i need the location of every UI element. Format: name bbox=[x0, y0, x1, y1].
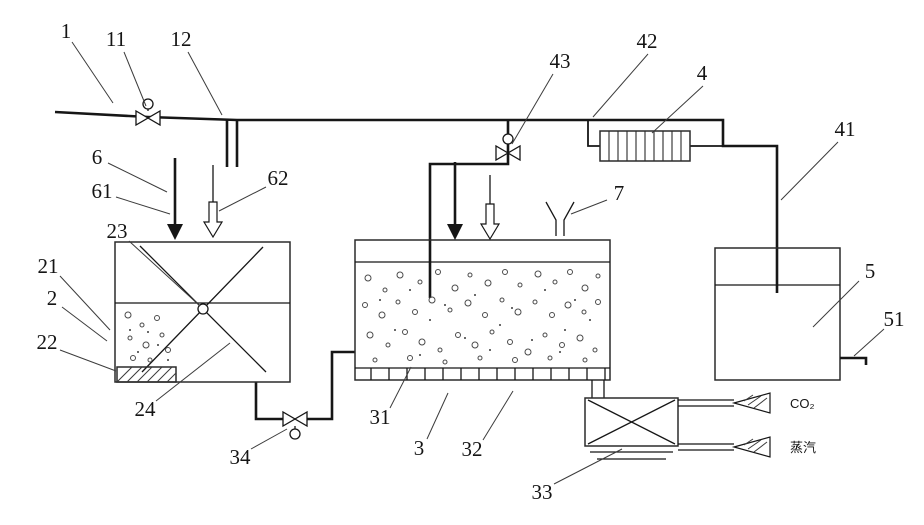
label-62: 62 bbox=[268, 166, 289, 190]
pipe-network bbox=[54, 110, 779, 421]
tank-2 bbox=[114, 241, 291, 383]
sediment-hatch-22 bbox=[116, 366, 177, 383]
solid-feed-arrow-6 bbox=[167, 158, 183, 240]
feed-pipe-1 bbox=[54, 110, 238, 122]
label-5: 5 bbox=[865, 259, 876, 283]
valve-43-icon bbox=[495, 133, 521, 162]
label-4: 4 bbox=[697, 61, 708, 85]
co2-stream-label: CO₂ bbox=[790, 396, 815, 411]
hollow-feed-arrow-62 bbox=[202, 165, 224, 239]
label-1: 1 bbox=[61, 19, 72, 43]
funnel-7 bbox=[545, 201, 575, 236]
label-12: 12 bbox=[171, 27, 192, 51]
hollow-feed-arrow-tank3 bbox=[479, 175, 501, 241]
steam-stream-arrow bbox=[731, 436, 771, 458]
label-21: 21 bbox=[38, 254, 59, 278]
label-43: 43 bbox=[550, 49, 571, 73]
label-7: 7 bbox=[614, 181, 625, 205]
gas-inlet-pipe-bottom bbox=[678, 443, 734, 451]
bubbles-tank3 bbox=[362, 269, 601, 365]
label-22: 22 bbox=[37, 330, 58, 354]
reference-labels: 1 11 12 42 43 4 41 6 61 62 7 23 21 2 22 … bbox=[37, 19, 905, 504]
solid-feed-arrow-tank3 bbox=[447, 162, 463, 240]
label-61: 61 bbox=[92, 179, 113, 203]
label-23: 23 bbox=[107, 219, 128, 243]
stream-text-labels: CO₂ 蒸汽 bbox=[790, 396, 816, 455]
tank-5 bbox=[714, 247, 868, 381]
stirrer-23 bbox=[139, 245, 267, 373]
transfer-pipe-out-tank2 bbox=[254, 382, 283, 421]
tank-3 bbox=[354, 239, 611, 381]
label-33: 33 bbox=[532, 480, 553, 504]
label-2: 2 bbox=[47, 286, 58, 310]
label-3: 3 bbox=[414, 436, 425, 460]
bubbles-tank2 bbox=[124, 311, 171, 363]
outlet-51 bbox=[840, 356, 868, 365]
label-32: 32 bbox=[462, 437, 483, 461]
label-31: 31 bbox=[370, 405, 391, 429]
valve-11-icon bbox=[135, 98, 161, 127]
heat-exchanger-4 bbox=[599, 130, 691, 162]
label-24: 24 bbox=[135, 397, 157, 421]
label-11: 11 bbox=[106, 27, 126, 51]
pump-34-icon bbox=[282, 410, 308, 440]
label-41: 41 bbox=[835, 117, 856, 141]
label-42: 42 bbox=[637, 29, 658, 53]
leader-lines bbox=[59, 41, 885, 485]
exchanger-inlet-stub bbox=[587, 121, 600, 147]
label-51: 51 bbox=[884, 307, 905, 331]
sparger-32 bbox=[355, 367, 610, 380]
steam-stream-label: 蒸汽 bbox=[790, 440, 816, 455]
gas-inlet-pipe-top bbox=[678, 399, 734, 407]
blower-33 bbox=[584, 380, 734, 460]
label-34: 34 bbox=[230, 445, 252, 469]
co2-stream-arrow bbox=[731, 392, 771, 414]
label-6: 6 bbox=[92, 145, 103, 169]
transfer-pipe-to-tank3 bbox=[307, 350, 355, 421]
